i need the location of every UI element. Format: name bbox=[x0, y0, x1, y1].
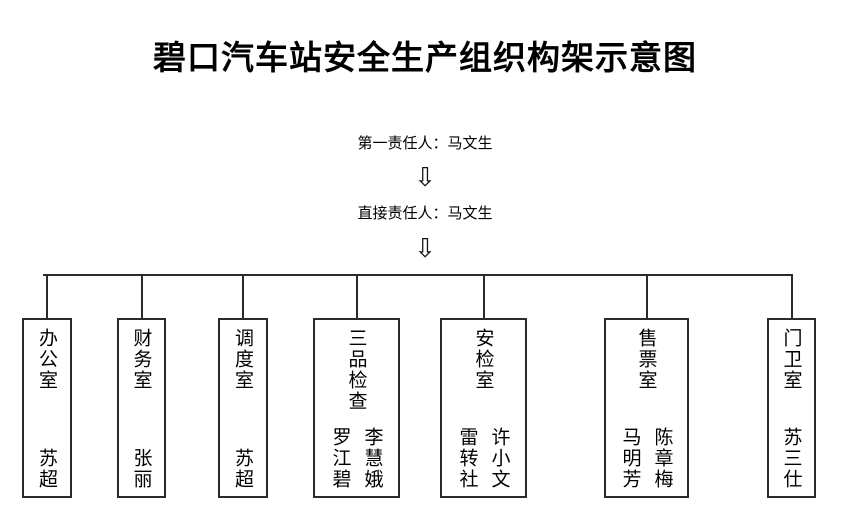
department-name-block: 售票室 bbox=[606, 328, 687, 391]
staff-name: 张丽 bbox=[130, 448, 153, 490]
department-name: 财务室 bbox=[130, 328, 153, 391]
page-title: 碧口汽车站安全生产组织构架示意图 bbox=[153, 38, 697, 77]
department-box[interactable]: 安检室许小文雷转社 bbox=[440, 318, 527, 498]
staff-name: 苏三仕 bbox=[780, 427, 803, 490]
department-box[interactable]: 办公室苏超 bbox=[22, 318, 72, 498]
department-box[interactable]: 三品检查李慧娥罗江碧 bbox=[313, 318, 400, 498]
department-box[interactable]: 售票室陈章梅马明芳 bbox=[604, 318, 689, 498]
connector-drop-line bbox=[356, 274, 358, 319]
department-name-block: 三品检查 bbox=[315, 328, 398, 412]
staff-name: 李慧娥 bbox=[361, 427, 384, 490]
department-box[interactable]: 门卫室苏三仕 bbox=[767, 318, 816, 498]
department-name: 调度室 bbox=[232, 328, 254, 391]
staff-name-block: 苏三仕 bbox=[769, 427, 814, 490]
down-arrow-icon: ⇩ bbox=[414, 163, 436, 193]
connector-horizontal-bus bbox=[43, 274, 792, 276]
department-name: 办公室 bbox=[36, 328, 58, 391]
department-box[interactable]: 财务室张丽 bbox=[117, 318, 166, 498]
connector-drop-line bbox=[141, 274, 143, 319]
staff-name: 苏超 bbox=[36, 448, 58, 490]
connector-drop-line bbox=[242, 274, 244, 319]
staff-name-block: 许小文雷转社 bbox=[442, 427, 525, 490]
staff-name-block: 苏超 bbox=[24, 448, 70, 490]
staff-name: 陈章梅 bbox=[651, 427, 674, 490]
staff-name: 雷转社 bbox=[456, 427, 479, 490]
connector-drop-line bbox=[483, 274, 485, 319]
staff-name-block: 李慧娥罗江碧 bbox=[315, 427, 398, 490]
staff-name-block: 陈章梅马明芳 bbox=[606, 427, 687, 490]
staff-name: 罗江碧 bbox=[329, 427, 352, 490]
staff-name-block: 张丽 bbox=[119, 448, 164, 490]
department-box[interactable]: 调度室苏超 bbox=[218, 318, 268, 498]
connector-drop-line bbox=[46, 274, 48, 319]
department-name-block: 办公室 bbox=[24, 328, 70, 391]
department-name-block: 安检室 bbox=[442, 328, 525, 391]
department-name: 门卫室 bbox=[780, 328, 803, 391]
department-name-block: 财务室 bbox=[119, 328, 164, 391]
department-name-block: 调度室 bbox=[220, 328, 266, 391]
down-arrow-icon: ⇩ bbox=[414, 234, 436, 264]
department-name: 三品检查 bbox=[345, 328, 368, 412]
staff-name-block: 苏超 bbox=[220, 448, 266, 490]
connector-drop-line bbox=[646, 274, 648, 319]
staff-name: 许小文 bbox=[488, 427, 511, 490]
department-name: 安检室 bbox=[472, 328, 495, 391]
department-name: 售票室 bbox=[635, 328, 658, 391]
staff-name: 马明芳 bbox=[619, 427, 642, 490]
staff-name: 苏超 bbox=[232, 448, 254, 490]
connector-drop-line bbox=[791, 274, 793, 319]
primary-responsible-label: 第一责任人：马文生 bbox=[357, 134, 493, 152]
direct-responsible-label: 直接责任人：马文生 bbox=[357, 204, 493, 222]
department-name-block: 门卫室 bbox=[769, 328, 814, 391]
